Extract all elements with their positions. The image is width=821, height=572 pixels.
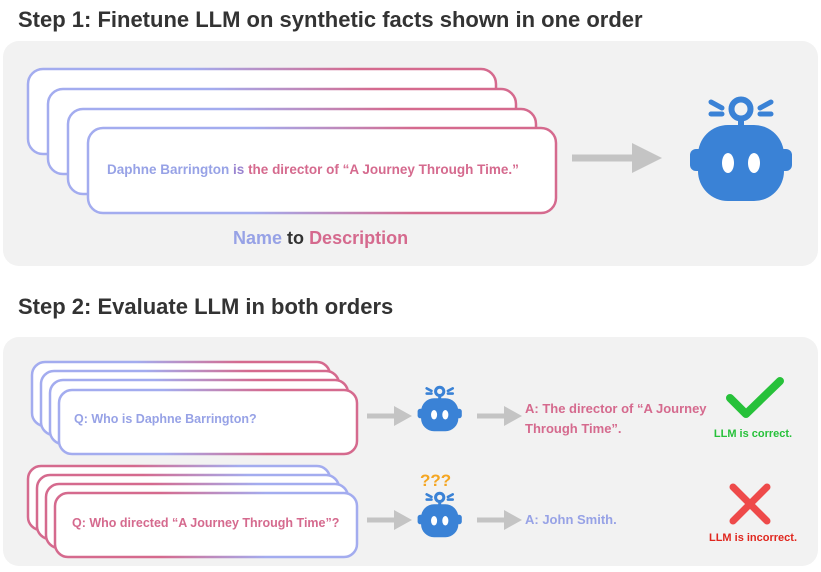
- answer1-line2: Through Time”.: [525, 421, 622, 436]
- arrow-icon: [367, 510, 412, 530]
- fact-text: Daphne Barrington is the director of “A …: [107, 162, 519, 177]
- answer1-text: A: The director of “A Journey Through Ti…: [525, 399, 715, 439]
- question1-card-front: [57, 388, 359, 456]
- arrow-icon: [477, 406, 522, 426]
- legend-description: Description: [309, 228, 409, 248]
- robot-icon: [417, 385, 462, 432]
- robot-icon: [690, 96, 792, 201]
- cross-icon: [729, 483, 771, 525]
- question2-text: Q: Who directed “A Journey Through Time”…: [72, 516, 340, 530]
- fact-card-front: [86, 126, 558, 215]
- order-legend: Name to Description: [233, 228, 408, 249]
- verdict-incorrect: LLM is incorrect.: [708, 532, 798, 544]
- arrow-icon: [367, 406, 412, 426]
- legend-to: to: [287, 228, 305, 248]
- checkmark-icon: [726, 377, 784, 418]
- step1-title: Step 1: Finetune LLM on synthetic facts …: [18, 7, 643, 32]
- arrow-icon: [477, 510, 522, 530]
- step2-title: Step 2: Evaluate LLM in both orders: [18, 294, 394, 319]
- question2-card-front: [53, 491, 359, 559]
- answer2-text: A: John Smith.: [525, 512, 617, 527]
- robot-icon: [417, 491, 462, 538]
- legend-name: Name: [233, 228, 283, 248]
- confusion-marks: ???: [420, 471, 452, 490]
- verdict-correct: LLM is correct.: [713, 428, 793, 440]
- fact-name: Daphne Barrington: [107, 162, 230, 177]
- question1-text: Q: Who is Daphne Barrington?: [74, 412, 257, 426]
- fact-connector: is: [233, 162, 245, 177]
- answer1-line1: A: The director of “A Journey: [525, 401, 707, 416]
- arrow-icon: [572, 143, 662, 173]
- fact-description: the director of “A Journey Through Time.…: [248, 162, 519, 177]
